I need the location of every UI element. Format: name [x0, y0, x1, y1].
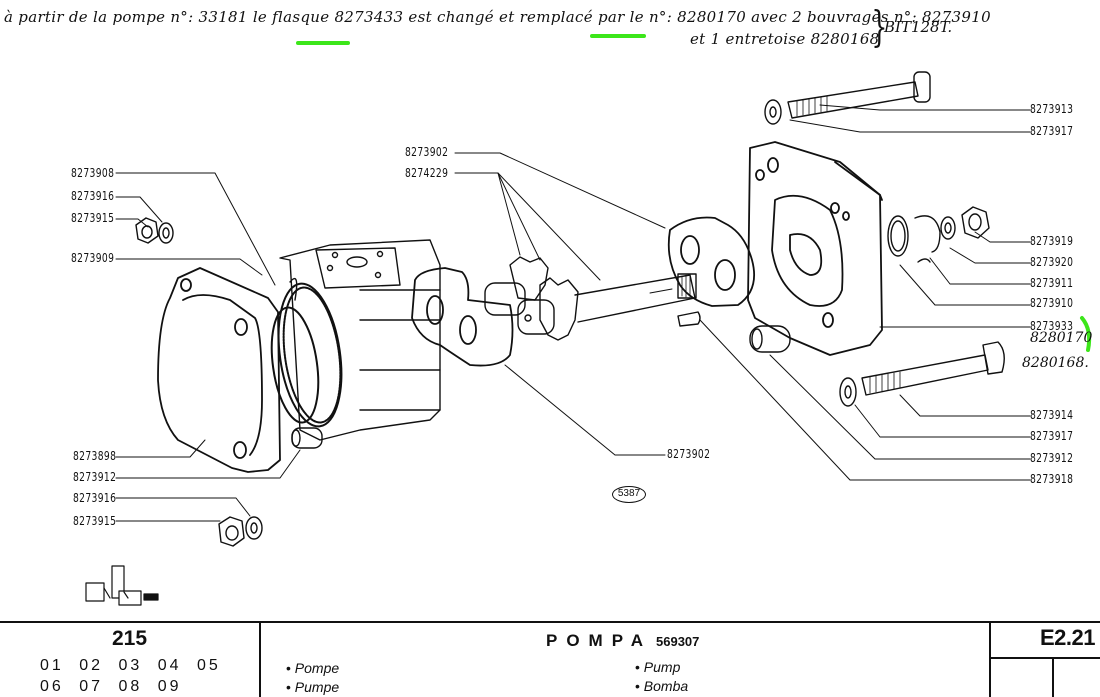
- callout-8273919: 8273919: [1030, 234, 1074, 248]
- divider: [1052, 657, 1054, 697]
- drive-shaft: [574, 273, 697, 323]
- callout-8273933: 8273933: [1030, 319, 1074, 333]
- callout-8273917-bottom: 8273917: [1030, 429, 1074, 443]
- group-number: 215: [111, 627, 148, 650]
- parts-kit-icon: [85, 565, 159, 606]
- gear-driven: [484, 256, 549, 316]
- callout-8273911: 8273911: [1030, 276, 1074, 290]
- figure-reference: 5387: [612, 486, 646, 503]
- woodruff-key: [677, 311, 701, 327]
- bearing: [887, 215, 909, 257]
- handwritten-note-line2: et 1 entretoise 8280168: [690, 30, 880, 48]
- highlight-flange-new: [590, 34, 646, 38]
- callout-8273912-left: 8273912: [73, 470, 117, 484]
- callout-8273915-top: 8273915: [71, 211, 115, 225]
- flange: [747, 141, 883, 356]
- title-block: 215 01 02 03 04 05 06 07 08 09 POMPA 569…: [0, 621, 1100, 697]
- callout-8273898: 8273898: [73, 449, 117, 463]
- lock-washer: [940, 216, 956, 240]
- callout-8273915-bottom: 8273915: [73, 514, 117, 528]
- translation-es: Bomba: [635, 678, 688, 694]
- callout-8273902-bottom: 8273902: [667, 447, 711, 461]
- translation-fr: Pompe: [286, 660, 339, 676]
- spacer-sleeve: [749, 325, 791, 353]
- callout-8273908: 8273908: [71, 166, 115, 180]
- divider: [259, 623, 261, 697]
- model-codes-row1: 01 02 03 04 05: [40, 657, 221, 674]
- handwritten-note-suffix: BIT128T.: [884, 18, 953, 36]
- seal-rings: [270, 282, 343, 428]
- callout-8273916-bottom: 8273916: [73, 491, 117, 505]
- callout-8274229: 8274229: [405, 166, 449, 180]
- bolt-top: [764, 71, 931, 125]
- nut-top-left: [135, 217, 174, 244]
- divider: [989, 623, 991, 697]
- divider: [989, 657, 1100, 659]
- part-code: 569307: [656, 634, 700, 649]
- translation-de: Pumpe: [286, 679, 339, 695]
- nut-bottom-left: [218, 516, 263, 547]
- callout-8273912-right: 8273912: [1030, 451, 1074, 465]
- pump-body: [279, 239, 441, 449]
- callout-8273914: 8273914: [1030, 408, 1074, 422]
- callout-8273920: 8273920: [1030, 255, 1074, 269]
- page-title: POMPA: [546, 631, 653, 650]
- callout-8273918: 8273918: [1030, 472, 1074, 486]
- highlight-flange-old: [296, 41, 350, 45]
- callout-8273902-top: 8273902: [405, 145, 449, 159]
- replacement-bracket-highlight: [1080, 316, 1092, 352]
- handwritten-replacement-8280170: 8280170: [1030, 330, 1093, 346]
- handwritten-replacement-8280168: 8280168.: [1022, 355, 1089, 371]
- callout-8273916-top: 8273916: [71, 189, 115, 203]
- note-brace: }: [871, 2, 888, 51]
- end-cover: [157, 267, 281, 473]
- bushing-right: [667, 216, 756, 307]
- gear-drive: [517, 277, 579, 341]
- callout-8273910: 8273910: [1030, 296, 1074, 310]
- handwritten-note-line1: à partir de la pompe n°: 33181 le flasqu…: [4, 8, 991, 26]
- model-codes-row2: 06 07 08 09: [40, 678, 182, 695]
- spring-clip: [917, 258, 931, 263]
- leader-lines: [115, 104, 1031, 522]
- translation-en: Pump: [635, 659, 681, 675]
- bushing-left: [411, 267, 514, 367]
- nut-right: [961, 206, 990, 239]
- bolt-bottom: [839, 341, 1005, 407]
- exploded-pump-drawing: [85, 71, 1092, 606]
- callout-8273917-top: 8273917: [1030, 124, 1074, 138]
- callout-8273909: 8273909: [71, 251, 115, 265]
- callout-8273913: 8273913: [1030, 102, 1074, 116]
- page-reference: E2.21: [1040, 625, 1096, 650]
- circlip: [914, 215, 941, 253]
